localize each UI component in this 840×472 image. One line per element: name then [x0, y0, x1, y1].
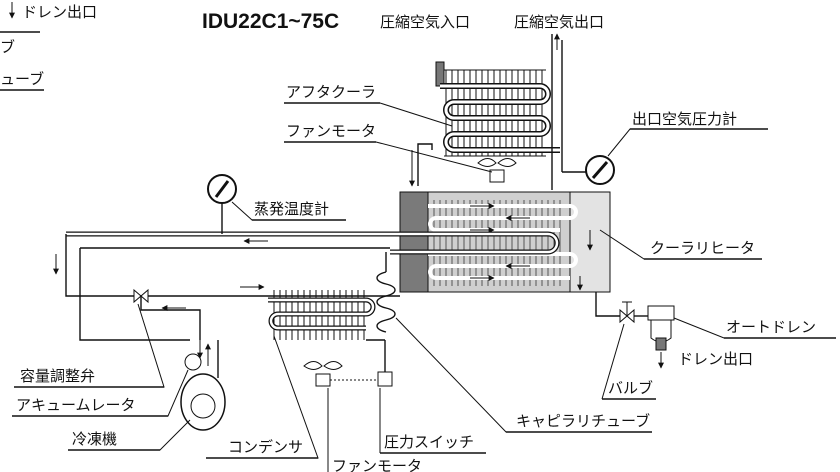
auto-drain-assembly — [595, 292, 675, 369]
fan-blade-top — [477, 158, 517, 167]
fan-motor-box-bottom — [315, 373, 331, 387]
inlet-label: 圧縮空気入口 — [380, 13, 470, 31]
pressure-switch-box — [377, 371, 393, 387]
fan-motor-top-label: ファンモータ — [286, 122, 376, 140]
fan-motor-top — [477, 158, 517, 183]
fan-motor-bottom-label: ファンモータ — [332, 457, 422, 472]
aftercooler-label: アフタクーラ — [286, 83, 376, 101]
cooler-fins — [433, 200, 561, 286]
evap-gauge-label: 蒸発温度計 — [254, 200, 329, 218]
fan-motor-top-leader — [284, 141, 493, 173]
cooler-reheater-label: クーラリヒータ — [650, 239, 755, 257]
left-partial-diagram: ドレン出口 ブ ューブ — [0, 2, 97, 91]
outlet-gauge-leader — [607, 128, 768, 157]
accumulator-symbol — [184, 353, 202, 371]
refrigerant-loop — [53, 234, 400, 431]
drain-outlet-label: ドレン出口 — [678, 350, 753, 368]
condenser-label: コンデンサ — [228, 438, 303, 456]
left-drain-outlet-label: ドレン出口 — [22, 3, 97, 21]
capacity-valve-label: 容量調整弁 — [20, 367, 95, 385]
fan-blade-bottom — [303, 361, 343, 370]
model-title: IDU22C1~75C — [202, 10, 339, 33]
accumulator-label: アキュームレータ — [16, 396, 136, 414]
refrigerator-label: 冷凍機 — [72, 430, 117, 448]
aftercooler — [435, 33, 595, 190]
left-cut-label-1: ブ — [0, 38, 15, 56]
pressure-switch-label: 圧力スイッチ — [384, 433, 474, 451]
outlet-gauge-label: 出口空気圧力計 — [632, 110, 737, 128]
fan-motor-box-top — [489, 169, 505, 183]
cooler-reheater — [66, 191, 611, 293]
left-cut-label-2: ューブ — [0, 70, 44, 88]
condenser — [268, 290, 393, 387]
aftercooler-fins — [445, 70, 543, 156]
aftercooler-coil-inner — [440, 84, 560, 152]
outlet-pressure-gauge — [585, 155, 615, 185]
capillary-tube-label: キャピラリチューブ — [516, 412, 650, 430]
inlet-pipe — [435, 61, 445, 87]
auto-drain-label: オートドレン — [726, 318, 816, 336]
capillary-tube-coil — [376, 271, 396, 333]
evaporator-tube-inner — [66, 232, 559, 254]
valve-label: バルブ — [608, 379, 653, 397]
evaporation-temp-gauge — [207, 174, 237, 234]
outlet-label: 圧縮空気出口 — [514, 13, 604, 31]
